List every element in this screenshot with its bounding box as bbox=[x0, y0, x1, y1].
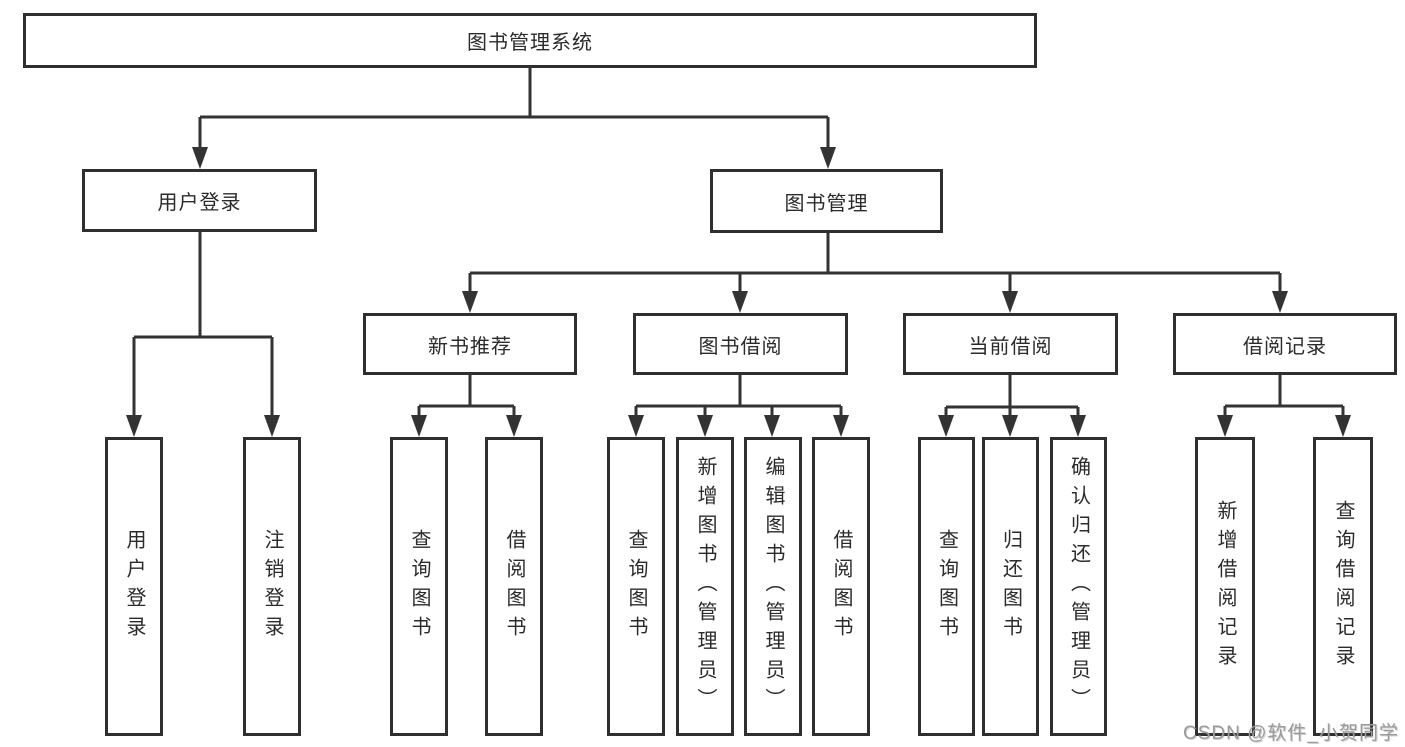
connector-current-borrow-fork bbox=[938, 375, 1086, 437]
node-label: 编辑图书（管理员） bbox=[762, 456, 784, 717]
connector-borrow-records-fork bbox=[1217, 375, 1351, 437]
node-label: 查询图书 bbox=[935, 528, 958, 645]
node-label: 注销登录 bbox=[261, 528, 283, 645]
node-book-mgmt-branch: 图书管理 bbox=[710, 169, 943, 233]
node-new-books-group: 新书推荐 bbox=[363, 313, 577, 375]
node-borrow-records-group: 借阅记录 bbox=[1173, 313, 1397, 375]
connector-book-mgmt-fork bbox=[462, 233, 1288, 313]
node-root: 图书管理系统 bbox=[23, 13, 1037, 68]
node-leaf-borrow-books-2: 借阅图书 bbox=[812, 437, 870, 736]
node-current-borrow-group: 当前借阅 bbox=[903, 313, 1118, 375]
node-label: 归还图书 bbox=[999, 528, 1022, 645]
node-leaf-query-books-1: 查询图书 bbox=[390, 437, 448, 736]
node-label: 新增借阅记录 bbox=[1214, 499, 1236, 674]
node-leaf-query-books-3: 查询图书 bbox=[918, 437, 975, 736]
node-book-borrow-group: 图书借阅 bbox=[633, 313, 848, 375]
node-label: 查询图书 bbox=[625, 528, 647, 645]
node-leaf-add-borrow-record: 新增借阅记录 bbox=[1195, 437, 1255, 736]
node-label: 查询借阅记录 bbox=[1332, 499, 1354, 674]
node-label: 借阅图书 bbox=[830, 528, 852, 645]
connector-new-books-fork bbox=[411, 375, 522, 437]
node-user-login-branch: 用户登录 bbox=[82, 169, 317, 232]
node-label: 查询图书 bbox=[408, 528, 430, 645]
node-label: 用户登录 bbox=[123, 528, 145, 645]
node-label: 当前借阅 bbox=[968, 335, 1053, 358]
node-label: 图书借阅 bbox=[698, 335, 783, 358]
node-label: 用户登录 bbox=[157, 192, 242, 214]
node-leaf-query-borrow-record: 查询借阅记录 bbox=[1313, 437, 1373, 736]
node-leaf-borrow-books-1: 借阅图书 bbox=[485, 437, 543, 736]
node-label: 借阅图书 bbox=[503, 528, 525, 645]
node-leaf-confirm-return-admin: 确认归还（管理员） bbox=[1050, 437, 1107, 736]
node-label: 借阅记录 bbox=[1243, 335, 1327, 358]
csdn-watermark: CSDN @软件_小贺同学 bbox=[1183, 723, 1399, 744]
node-leaf-query-books-2: 查询图书 bbox=[607, 437, 665, 736]
connector-user-login-fork bbox=[126, 232, 280, 437]
node-label: 图书管理 bbox=[784, 192, 869, 215]
node-leaf-logout: 注销登录 bbox=[243, 437, 301, 736]
node-leaf-return-books: 归还图书 bbox=[982, 437, 1039, 736]
connector-book-borrow-fork bbox=[628, 375, 849, 437]
node-label: 确认归还（管理员） bbox=[1067, 456, 1090, 717]
node-leaf-user-login: 用户登录 bbox=[105, 437, 163, 736]
node-label: 新书推荐 bbox=[428, 335, 512, 358]
node-leaf-add-books-admin: 新增图书（管理员） bbox=[676, 437, 734, 736]
node-label: 图书管理系统 bbox=[467, 32, 593, 54]
node-leaf-edit-books-admin: 编辑图书（管理员） bbox=[744, 437, 802, 736]
node-label: 新增图书（管理员） bbox=[694, 456, 716, 717]
connector-root-fork bbox=[192, 68, 836, 169]
